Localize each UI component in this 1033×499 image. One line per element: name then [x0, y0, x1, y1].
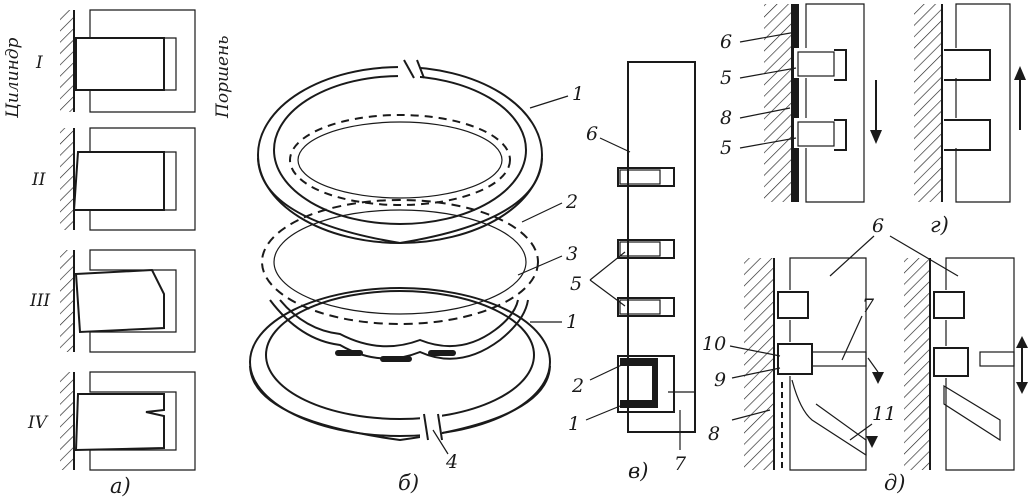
roman-3: III — [29, 291, 50, 311]
expander-ring — [261, 114, 539, 325]
top-ring — [257, 58, 543, 245]
ring-variant-3: III — [29, 249, 196, 353]
panel-a: Цилиндр Поршень I II III — [3, 9, 233, 498]
callout-v-1: 1 — [568, 413, 580, 435]
callout-g-8: 8 — [720, 107, 732, 129]
ring-variant-2: II — [31, 127, 196, 231]
caption-a: а) — [110, 474, 131, 498]
caption-d: д) — [884, 471, 906, 495]
panel-g: 6 5 8 5 г) — [720, 3, 1026, 237]
panel-d: 6 7 10 9 11 8 д) — [702, 215, 1028, 495]
callout-d-7: 7 — [862, 295, 875, 317]
caption-g: г) — [930, 213, 949, 237]
callout-g-6: 6 — [720, 31, 732, 53]
cylinder-label: Цилиндр — [3, 37, 23, 119]
ring-variant-4: IV — [27, 371, 196, 471]
caption-b: б) — [398, 471, 419, 495]
callout-v-2: 2 — [571, 375, 584, 397]
wave-spring — [269, 299, 529, 362]
callout-d-11: 11 — [872, 403, 896, 425]
panel-b: 1 2 3 1 4 б) — [249, 58, 584, 495]
piston-label: Поршень — [213, 35, 233, 119]
callout-b-2: 2 — [565, 191, 578, 213]
caption-v: в) — [628, 459, 648, 483]
callout-d-9: 9 — [714, 369, 726, 391]
callout-d-10: 10 — [702, 333, 726, 355]
callout-b-4: 4 — [445, 451, 458, 473]
callout-b-1: 1 — [572, 83, 584, 105]
callout-d-8: 8 — [708, 423, 720, 445]
callout-v-7: 7 — [674, 453, 687, 475]
roman-1: I — [35, 53, 43, 73]
roman-2: II — [31, 170, 46, 190]
callout-g-5b: 5 — [720, 137, 732, 159]
callout-g-5: 5 — [720, 67, 732, 89]
callout-d-6: 6 — [872, 215, 884, 237]
callout-v-6: 6 — [586, 123, 598, 145]
callout-b-1b: 1 — [566, 311, 578, 333]
roman-4: IV — [27, 413, 49, 433]
panel-v: 6 5 2 1 7 в) — [568, 61, 696, 483]
callout-b-3: 3 — [566, 243, 578, 265]
ring-variant-1: I — [35, 9, 196, 113]
bottom-ring — [249, 287, 551, 444]
callout-v-5: 5 — [570, 273, 582, 295]
